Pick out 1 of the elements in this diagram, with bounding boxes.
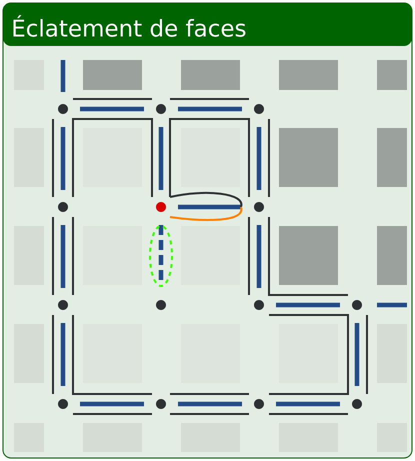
title-bar: Éclatement de faces [3, 3, 412, 46]
